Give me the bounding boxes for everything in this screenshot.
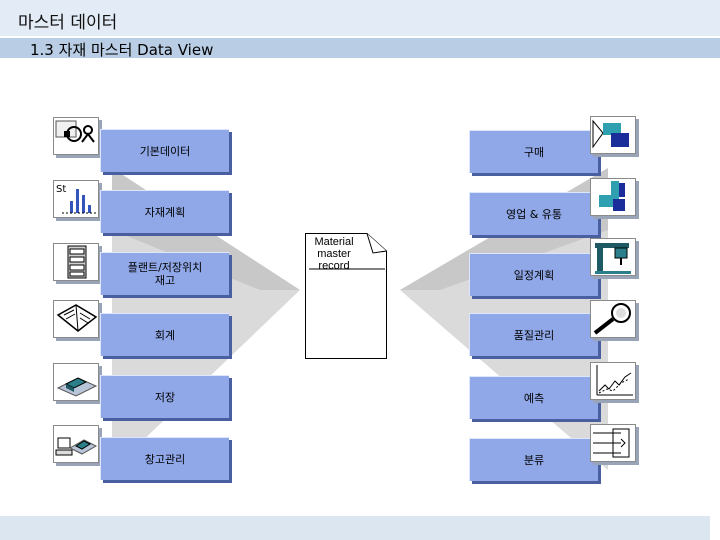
computer-warehouse-icon (53, 425, 99, 463)
view-forecasting-label: 예측 (523, 391, 545, 405)
view-accounting[interactable]: 회계 (100, 313, 229, 356)
page-title: 마스터 데이터 (18, 13, 118, 33)
view-material-planning[interactable]: 자재계획 (100, 190, 229, 233)
view-warehouse-management[interactable]: 창고관리 (100, 437, 229, 480)
svg-text:St: St (56, 184, 66, 195)
storage-rack-icon (53, 243, 99, 281)
key-person-icon (53, 117, 99, 155)
forecast-graph-icon (590, 362, 636, 400)
view-sales-distribution[interactable]: 영업 & 유통 (469, 192, 598, 235)
material-master-document (305, 233, 387, 359)
machine-press-icon (590, 238, 636, 276)
view-accounting-label: 회계 (154, 328, 176, 342)
view-classification-label: 분류 (523, 453, 545, 467)
view-forecasting[interactable]: 예측 (469, 376, 598, 419)
magnifier-icon (590, 300, 636, 338)
classification-icon (590, 424, 636, 462)
view-scheduling-label: 일정계획 (513, 268, 555, 282)
page-subtitle: 1.3 자재 마스터 Data View (30, 41, 214, 59)
title-bar (0, 0, 720, 36)
bar-chart-icon: St (53, 180, 99, 218)
view-basic-data[interactable]: 기본데이터 (100, 129, 229, 172)
sales-blocks-icon (590, 178, 636, 216)
view-storage-label: 저장 (154, 390, 176, 404)
view-basic-data-label: 기본데이터 (139, 144, 191, 158)
view-sales-distribution-label: 영업 & 유통 (505, 207, 563, 221)
view-storage[interactable]: 저장 (100, 375, 229, 418)
warehouse-pallet-icon (53, 363, 99, 401)
view-quality-management-label: 품질관리 (513, 328, 555, 342)
view-purchasing[interactable]: 구매 (469, 130, 598, 173)
view-classification[interactable]: 분류 (469, 438, 598, 481)
purchasing-icon (590, 116, 636, 154)
ledger-book-icon (53, 300, 99, 338)
view-material-planning-label: 자재계획 (144, 205, 186, 219)
view-warehouse-management-label: 창고관리 (144, 452, 186, 466)
view-plant-storage-stock-label: 플랜트/저장위치 재고 (127, 261, 203, 287)
subtitle-bar (0, 38, 720, 58)
view-purchasing-label: 구매 (523, 145, 545, 159)
view-quality-management[interactable]: 품질관리 (469, 313, 598, 356)
material-master-label: Material master record (314, 236, 354, 272)
view-scheduling[interactable]: 일정계획 (469, 253, 598, 296)
view-plant-storage-stock[interactable]: 플랜트/저장위치 재고 (100, 252, 229, 295)
footer-bar (0, 516, 710, 540)
